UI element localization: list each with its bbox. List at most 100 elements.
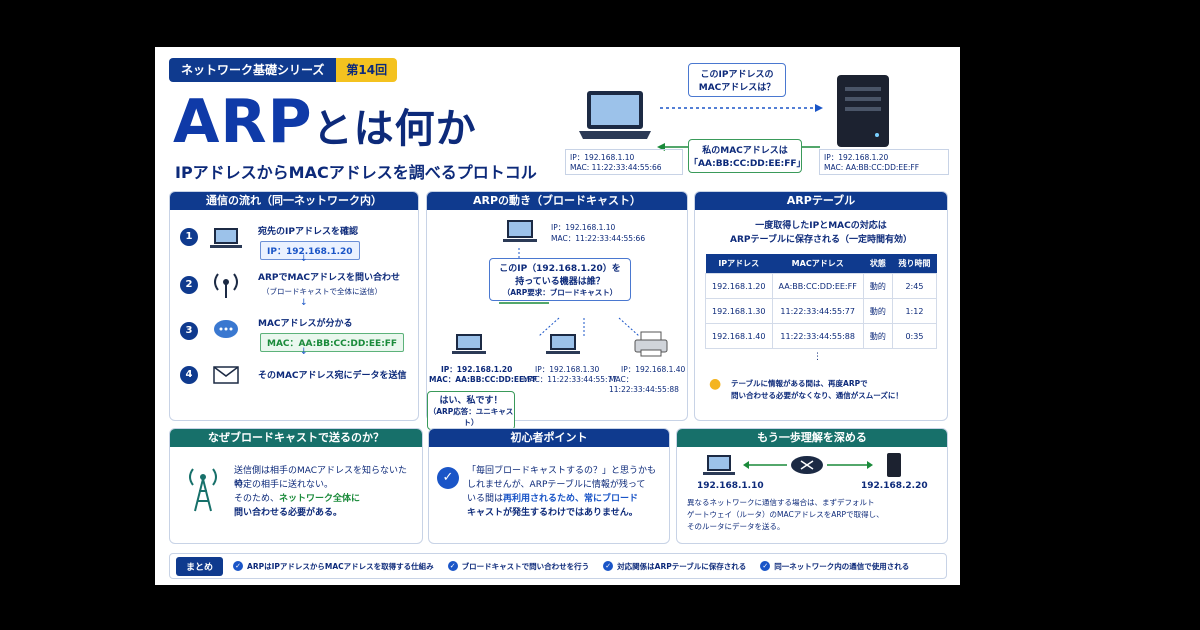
table-ellipsis: ⋮ [813, 352, 822, 362]
why-line: 特定の相手に送れない。 [234, 480, 334, 490]
step-text: MACアドレスが分かる [258, 319, 353, 329]
arp-table-card: ARPテーブル 一度取得したIPとMACの対応は ARPテーブルに保存される（一… [694, 191, 948, 421]
arp-table-header-row: IPアドレス MACアドレス 状態 残り時間 [705, 254, 937, 274]
summary-bar: まとめ ✓ARPはIPアドレスからMACアドレスを取得する仕組み ✓ブロードキャ… [169, 553, 947, 579]
antenna-icon [214, 273, 238, 298]
title-en: ARP [173, 87, 313, 157]
dashed-link [618, 317, 640, 337]
sender-ip: IP：192.168.1.10 [551, 223, 616, 232]
server-icon [887, 453, 901, 477]
beginner-highlight: 再利用されるため、常にブロード [503, 494, 639, 504]
arp-table-desc-1: 一度取得したIPとMACの対応は [755, 221, 887, 231]
step-text: 宛先のIPアドレスを確認 [258, 227, 358, 237]
broadcast-title: ARPの動き（ブロードキャスト） [427, 192, 687, 210]
table-cell: 動的 [862, 298, 893, 324]
beginner-line: いる間は [467, 494, 504, 504]
table-cell: 2:45 [891, 273, 938, 299]
table-cell: 0:35 [891, 323, 938, 349]
table-cell: AA:BB:CC:DD:EE:FF [771, 273, 864, 299]
summary-item: ✓対応関係はARPテーブルに保存される [603, 561, 746, 572]
reply-text: はい、私です！ [439, 396, 503, 406]
table-cell: 11:22:33:44:55:77 [771, 298, 864, 324]
title-jp: とは何か [312, 106, 477, 152]
why-title: なぜブロードキャストで送るのか？ [170, 429, 422, 447]
left-host-ip: IP：192.168.1.10 [570, 153, 635, 162]
laptop-icon [452, 334, 486, 354]
page-title: ARPとは何か [173, 87, 477, 164]
step-mac-box: MAC：AA:BB:CC:DD:EE:FF [260, 333, 405, 352]
column-header: IPアドレス [705, 254, 772, 274]
answer-bubble: 私のMACアドレスは 「AA:BB:CC:DD:EE:FF」 [688, 139, 806, 173]
column-header: 状態 [863, 254, 893, 274]
down-arrow-icon: ↓ [300, 347, 308, 357]
beginner-line: しれませんが、ARPテーブルに情報が残って [467, 480, 646, 490]
step-text: ARPでMACアドレスを問い合わせ [258, 273, 401, 283]
deeper-line: ゲートウェイ（ルータ）のMACアドレスをARPで取得し、 [687, 510, 884, 519]
infographic: ネットワーク基礎シリーズ 第14回 ARPとは何か IPアドレスからMACアドレ… [155, 47, 960, 585]
step-text: そのMACアドレス宛にデータを送信 [258, 371, 407, 381]
beginner-title: 初心者ポイント [429, 429, 669, 447]
deeper-line: そのルータにデータを送る。 [687, 522, 785, 531]
table-cell: 動的 [862, 323, 893, 349]
deeper-right-ip: 192.168.2.20 [861, 481, 928, 491]
right-host-ip: IP：192.168.1.20 [824, 153, 889, 162]
laptop-icon [210, 228, 242, 248]
table-cell: 192.168.1.20 [705, 273, 773, 299]
deeper-left-ip: 192.168.1.10 [697, 481, 764, 491]
step-number: 2 [180, 276, 198, 294]
sender-mac: MAC：11:22:33:44:55:66 [551, 234, 646, 243]
flow-card: 通信の流れ（同一ネットワーク内） 1 宛先のIPアドレスを確認 IP：192.1… [169, 191, 419, 421]
left-host-mac: MAC: 11:22:33:44:55:66 [570, 163, 662, 172]
left-host-info: IP：192.168.1.10 MAC: 11:22:33:44:55:66 [565, 149, 683, 175]
summary-item: ✓ブロードキャストで問い合わせを行う [447, 561, 590, 572]
broadcast-tower-icon [189, 468, 217, 512]
check-icon: ✓ [760, 561, 771, 571]
check-icon: ✓ [437, 467, 459, 489]
laptop-icon [579, 91, 651, 139]
answer-line-2: 「AA:BB:CC:DD:EE:FF」 [689, 159, 806, 169]
summary-item: ✓同一ネットワーク内の通信で使用される [760, 561, 909, 572]
answer-line-1: 私のMACアドレスは [702, 146, 788, 156]
dashed-link [538, 317, 560, 337]
page-subtitle: IPアドレスからMACアドレスを調べるプロトコル [175, 163, 537, 182]
hero-illustration [579, 75, 889, 151]
table-cell: 11:22:33:44:55:88 [771, 323, 864, 349]
why-highlight: 問い合わせる必要がある。 [234, 508, 343, 518]
target-ip: IP：192.168.1.20 [441, 365, 513, 374]
beginner-highlight: キャストが発生するわけではありません。 [467, 508, 638, 518]
arp-table-title: ARPテーブル [695, 192, 947, 210]
summary-item-text: ブロードキャストで問い合わせを行う [461, 561, 590, 571]
question-line-1: このIPアドレスの [700, 70, 774, 80]
summary-item-text: 同一ネットワーク内の通信で使用される [774, 561, 910, 571]
question-bubble: このIPアドレスの MACアドレスは？ [688, 63, 786, 97]
target-mac: MAC：11:22:33:44:55:77 [523, 375, 618, 384]
check-icon: ✓ [233, 561, 244, 571]
right-host-mac: MAC: AA:BB:CC:DD:EE:FF [824, 163, 920, 172]
laptop-icon [546, 334, 580, 354]
broadcast-question-note: （ARP要求：ブロードキャスト） [502, 288, 618, 297]
broadcast-diagram [499, 220, 640, 337]
table-cell: 192.168.1.40 [705, 323, 773, 349]
server-icon [837, 75, 889, 147]
tip-line-1: テーブルに情報がある間は、再度ARPで [731, 379, 868, 388]
question-line-2: MACアドレスは？ [698, 83, 776, 93]
why-line: 送信側は相手のMACアドレスを知らないため、 [234, 466, 408, 489]
deeper-title: もう一歩理解を深める [677, 429, 947, 447]
table-cell: 動的 [862, 273, 893, 299]
why-highlight: ネットワーク全体に [279, 494, 361, 504]
deeper-line: 異なるネットワークに通信する場合は、まずデフォルト [687, 498, 875, 507]
step-note: （ブロードキャストで全体に送信） [262, 287, 382, 296]
request-arrowhead [815, 104, 823, 112]
target-mac: MAC：11:22:33:44:55:88 [609, 375, 679, 394]
table-cell: 1:12 [891, 298, 938, 324]
check-icon: ✓ [447, 561, 458, 571]
target-mac: MAC：AA:BB:CC:DD:EE:FF [429, 375, 538, 384]
right-host-info: IP：192.168.1.20 MAC: AA:BB:CC:DD:EE:FF [819, 149, 949, 175]
table-row: 192.168.1.20 AA:BB:CC:DD:EE:FF 動的 2:45 [705, 273, 938, 299]
broadcast-card: ARPの動き（ブロードキャスト） IP：192.168.1.10 MAC：11:… [426, 191, 688, 430]
why-card: なぜブロードキャストで送るのか？ 送信側は相手のMACアドレスを知らないため、 … [169, 428, 423, 544]
table-row: 192.168.1.40 11:22:33:44:55:88 動的 0:35 [705, 323, 938, 349]
laptop-icon [703, 455, 735, 475]
step-number: 1 [180, 228, 198, 246]
step-number: 3 [180, 322, 198, 340]
